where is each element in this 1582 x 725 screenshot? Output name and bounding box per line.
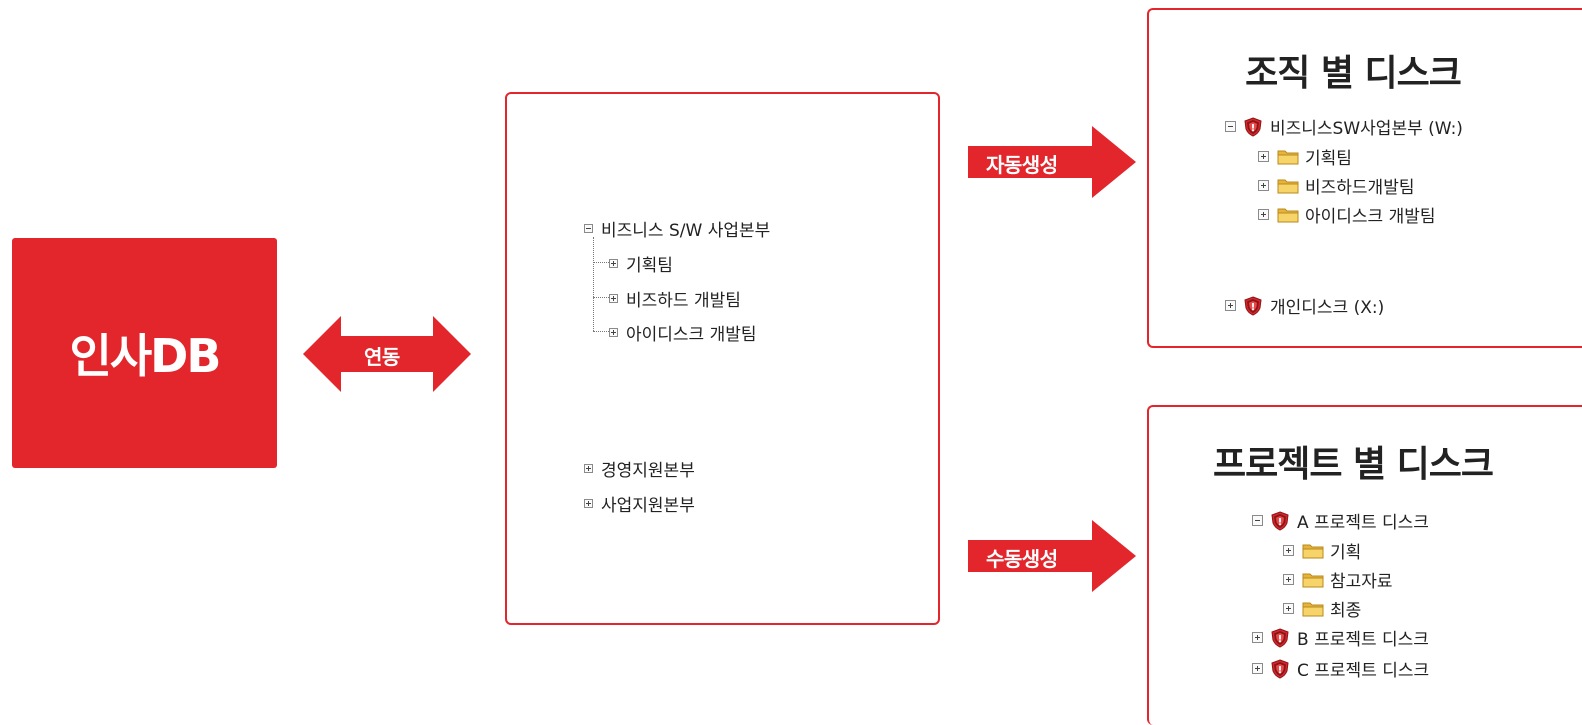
folder-icon — [1277, 208, 1299, 223]
project-drive-label: C 프로젝트 디스크 — [1297, 661, 1430, 681]
sync-double-arrow — [303, 316, 471, 392]
personal-drive-node[interactable]: 개인디스크 (X:) — [1225, 293, 1384, 318]
expand-icon[interactable] — [584, 499, 593, 508]
folder-icon — [1302, 544, 1324, 559]
project-folder-label: 기획 — [1330, 543, 1362, 563]
auto-create-arrow — [968, 126, 1136, 198]
personal-drive-label: 개인디스크 (X:) — [1270, 298, 1385, 318]
project-drive-label: A 프로젝트 디스크 — [1297, 513, 1429, 533]
expand-icon[interactable] — [1283, 603, 1294, 614]
expand-icon[interactable] — [584, 464, 593, 473]
auto-create-label: 자동생성 — [986, 153, 1058, 177]
dept-disk-title: 조직 별 디스크 — [1245, 53, 1462, 94]
org-other-label: 경영지원본부 — [601, 461, 695, 481]
dept-folder-node[interactable]: 비즈하드개발팀 — [1258, 173, 1414, 198]
manual-create-label: 수동생성 — [986, 547, 1058, 571]
sync-label: 연동 — [364, 345, 400, 369]
expand-icon[interactable] — [1283, 545, 1294, 556]
org-other-label: 사업지원본부 — [601, 496, 695, 516]
shield-icon — [1244, 117, 1262, 136]
org-root-label: 비즈니스 S/W 사업본부 — [601, 221, 771, 241]
collapse-icon[interactable] — [584, 224, 593, 233]
org-child-node[interactable]: 아이디스크 개발팀 — [609, 320, 757, 345]
expand-icon[interactable] — [609, 294, 618, 303]
dept-drive-node[interactable]: 비즈니스SW사업본부 (W:) — [1225, 114, 1463, 139]
project-disk-title: 프로젝트 별 디스크 — [1212, 444, 1494, 485]
folder-icon — [1277, 179, 1299, 194]
project-drive-node[interactable]: C 프로젝트 디스크 — [1252, 656, 1429, 681]
dept-folder-label: 기획팀 — [1305, 149, 1352, 169]
shield-icon — [1271, 511, 1289, 530]
collapse-icon[interactable] — [1225, 121, 1236, 132]
project-disk-panel: 프로젝트 별 디스크 A 프로젝트 디스크 기획 참고자료 최종 B 프로젝트 … — [1147, 405, 1582, 725]
expand-icon[interactable] — [609, 259, 618, 268]
folder-icon — [1302, 573, 1324, 588]
org-child-label: 아이디스크 개발팀 — [626, 325, 757, 345]
project-folder-node[interactable]: 최종 — [1283, 596, 1361, 621]
dept-drive-label: 비즈니스SW사업본부 (W:) — [1270, 119, 1463, 139]
expand-icon[interactable] — [1258, 180, 1269, 191]
folder-icon — [1302, 602, 1324, 617]
hr-db-block: 인사DB — [12, 238, 277, 468]
folder-icon — [1277, 150, 1299, 165]
shield-icon — [1271, 659, 1289, 678]
shield-icon — [1244, 296, 1262, 315]
project-folder-node[interactable]: 참고자료 — [1283, 567, 1393, 592]
project-drive-label: B 프로젝트 디스크 — [1297, 630, 1429, 650]
expand-icon[interactable] — [1258, 209, 1269, 220]
project-folder-label: 최종 — [1330, 601, 1362, 621]
org-other-node[interactable]: 경영지원본부 — [584, 456, 695, 481]
expand-icon[interactable] — [609, 328, 618, 337]
expand-icon[interactable] — [1283, 574, 1294, 585]
org-child-node[interactable]: 기획팀 — [609, 251, 673, 276]
expand-icon[interactable] — [1225, 300, 1236, 311]
project-drive-node[interactable]: A 프로젝트 디스크 — [1252, 508, 1429, 533]
dept-folder-node[interactable]: 아이디스크 개발팀 — [1258, 202, 1436, 227]
dept-folder-label: 비즈하드개발팀 — [1305, 178, 1415, 198]
org-child-label: 기획팀 — [626, 256, 673, 276]
shield-icon — [1271, 628, 1289, 647]
project-folder-node[interactable]: 기획 — [1283, 538, 1361, 563]
expand-icon[interactable] — [1252, 632, 1263, 643]
org-tree-panel: 비즈니스 S/W 사업본부 기획팀 비즈하드 개발팀 아이디스크 개발팀 경영지… — [505, 92, 940, 625]
project-drive-node[interactable]: B 프로젝트 디스크 — [1252, 625, 1429, 650]
org-child-node[interactable]: 비즈하드 개발팀 — [609, 286, 741, 311]
manual-create-arrow — [968, 520, 1136, 592]
hr-db-label: 인사DB — [69, 329, 222, 383]
org-root-node[interactable]: 비즈니스 S/W 사업본부 — [584, 216, 770, 241]
org-other-node[interactable]: 사업지원본부 — [584, 491, 695, 516]
project-folder-label: 참고자료 — [1330, 572, 1393, 592]
dept-folder-label: 아이디스크 개발팀 — [1305, 207, 1436, 227]
expand-icon[interactable] — [1252, 663, 1263, 674]
org-child-label: 비즈하드 개발팀 — [626, 291, 741, 311]
dept-disk-panel: 조직 별 디스크 비즈니스SW사업본부 (W:) 기획팀 비즈하드개발팀 아이디… — [1147, 8, 1582, 348]
expand-icon[interactable] — [1258, 151, 1269, 162]
collapse-icon[interactable] — [1252, 515, 1263, 526]
dept-folder-node[interactable]: 기획팀 — [1258, 144, 1352, 169]
